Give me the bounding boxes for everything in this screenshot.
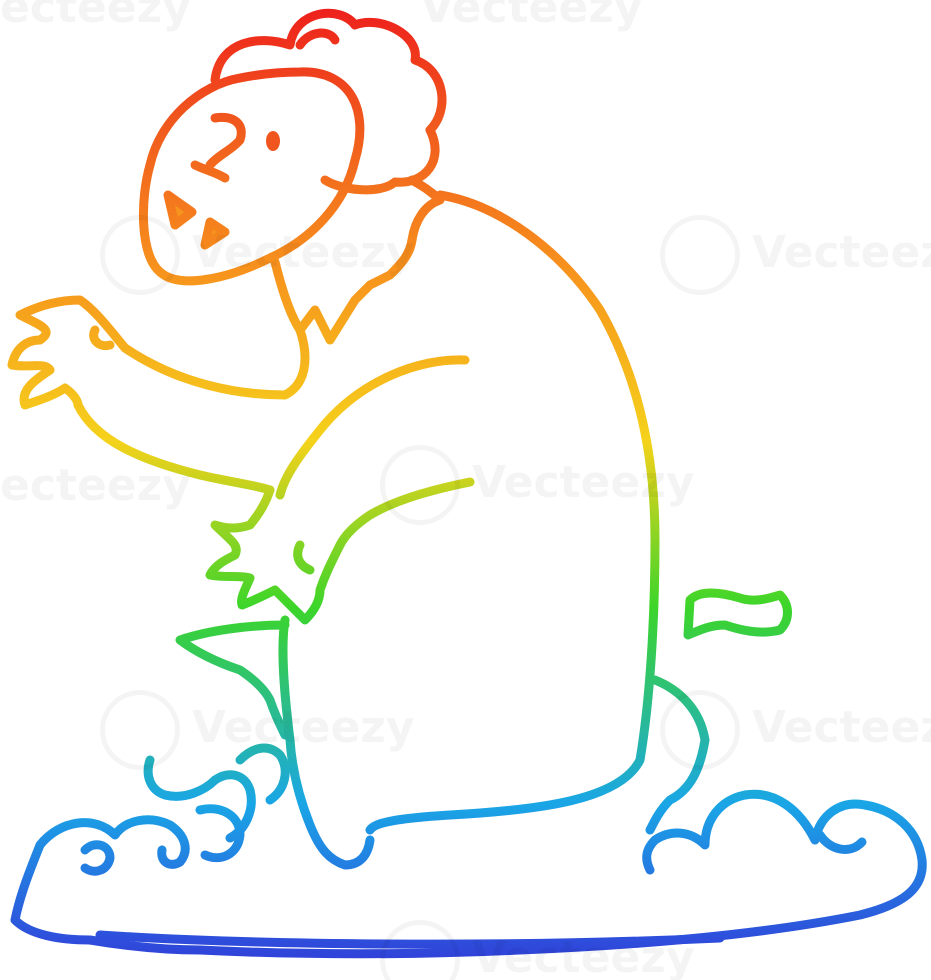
body-back	[365, 190, 660, 835]
back-arm-sleeve-lower	[335, 477, 475, 550]
cloud-bottom-line	[95, 930, 725, 949]
cloud-inner-swirl-2	[195, 804, 245, 863]
front-leg-cuff	[175, 620, 290, 740]
front-hand	[7, 295, 130, 410]
nose	[205, 112, 246, 170]
back-hand-finger	[293, 540, 315, 575]
tail	[683, 588, 792, 640]
back-hand	[205, 485, 345, 625]
collar-left	[270, 257, 305, 335]
cloud-outline	[10, 789, 927, 959]
swirl-left-2	[235, 743, 290, 805]
eye	[266, 131, 280, 151]
collar-spikes	[295, 235, 417, 345]
mouth-right	[200, 217, 230, 250]
hair-outline	[210, 8, 447, 195]
nose-bottom	[190, 160, 230, 183]
hair-inner-curl	[295, 28, 340, 50]
front-arm-top	[120, 325, 310, 400]
back-leg	[645, 675, 710, 835]
cloud-left-lobe	[35, 815, 190, 869]
front-hand-wrinkle	[89, 325, 115, 351]
front-arm-bottom	[73, 400, 275, 495]
mouth-left	[163, 190, 197, 230]
back-arm-sleeve	[275, 355, 470, 500]
cloud-inner-swirl-3	[815, 830, 867, 854]
collar-right	[407, 175, 445, 245]
head-outline	[139, 67, 365, 286]
cloud-inner-swirl-1	[80, 840, 115, 876]
swirl-left-1	[143, 755, 256, 843]
front-leg	[278, 615, 375, 870]
